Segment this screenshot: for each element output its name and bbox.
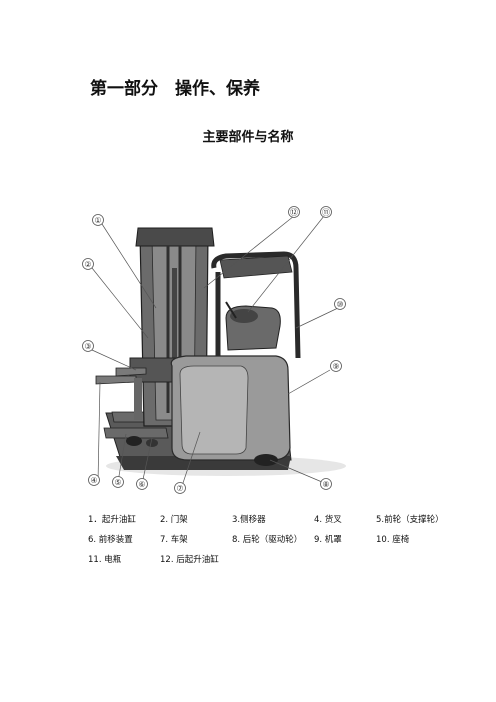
legend-item: 3.侧移器	[232, 515, 266, 525]
forklift-diagram: ① ② ③ ④ ⑤ ⑥ ⑦ ⑧ ⑨ ⑩ ⑪ ⑫	[76, 198, 366, 500]
legend-item: 11. 电瓶	[88, 555, 122, 565]
legend-row: 6. 前移装置 7. 车架 8. 后轮（驱动轮） 9. 机罩 10. 座椅	[88, 530, 444, 550]
legend-item: 2. 门架	[160, 515, 188, 525]
callout-8: ⑧	[322, 480, 329, 489]
callout-3: ③	[84, 342, 91, 351]
legend-item: 7. 车架	[160, 535, 188, 545]
legend-item: 8. 后轮（驱动轮）	[232, 535, 303, 545]
section-title: 主要部件与名称	[202, 130, 294, 145]
callout-9: ⑨	[332, 362, 339, 371]
callout-1: ①	[94, 216, 101, 225]
callout-2: ②	[84, 260, 91, 269]
legend-item: 1．起升油缸	[88, 515, 136, 525]
parts-legend: 1．起升油缸 2. 门架 3.侧移器 4. 货叉 5.前轮（支撑轮） 6. 前移…	[88, 510, 444, 570]
legend-item: 5.前轮（支撑轮）	[376, 515, 444, 525]
callout-4: ④	[90, 476, 97, 485]
legend-item: 9. 机罩	[314, 535, 342, 545]
callout-12: ⑫	[290, 208, 298, 217]
part-title: 第一部分 操作、保养	[90, 79, 260, 99]
callout-5: ⑤	[114, 478, 121, 487]
callout-6: ⑥	[138, 480, 145, 489]
forklift-illustration: ① ② ③ ④ ⑤ ⑥ ⑦ ⑧ ⑨ ⑩ ⑪ ⑫	[82, 206, 346, 494]
callout-7: ⑦	[176, 484, 183, 493]
legend-row: 1．起升油缸 2. 门架 3.侧移器 4. 货叉 5.前轮（支撑轮）	[88, 510, 444, 530]
legend-item: 6. 前移装置	[88, 535, 133, 545]
callout-11: ⑪	[322, 208, 330, 217]
legend-item: 10. 座椅	[376, 535, 410, 545]
callout-10: ⑩	[336, 300, 343, 309]
legend-row: 11. 电瓶 12. 后起升油缸	[88, 550, 444, 570]
legend-item: 4. 货叉	[314, 515, 342, 525]
legend-item: 12. 后起升油缸	[160, 555, 219, 565]
